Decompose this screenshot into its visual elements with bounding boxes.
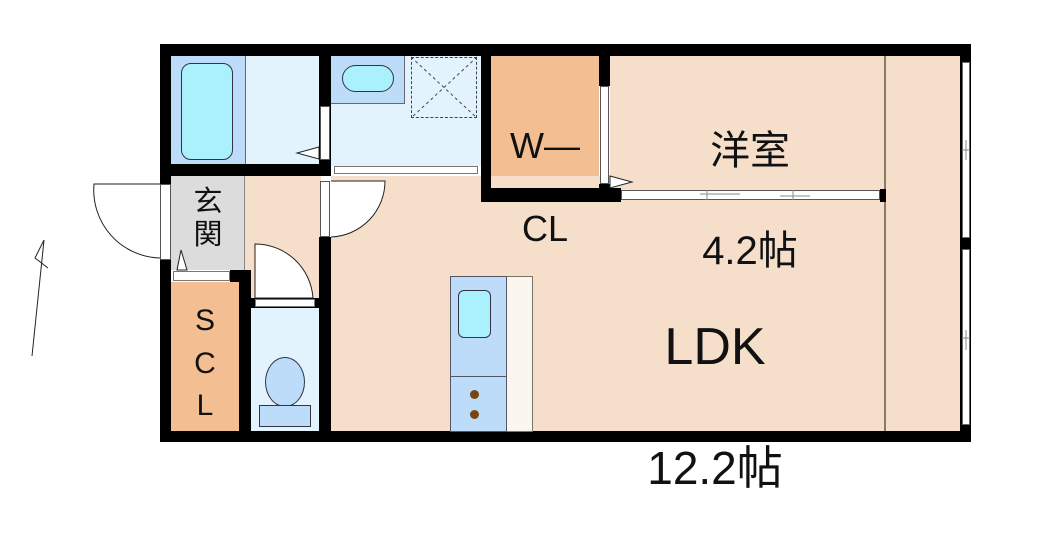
- western-room-area: 4.2帖: [702, 229, 798, 273]
- scl-door-arrow-icon: [176, 249, 188, 271]
- kitchen-backsplash: [507, 276, 533, 432]
- wash-door-opening: [320, 181, 330, 237]
- wall-wcl-western: [599, 44, 610, 86]
- bathroom-dry-area: [245, 56, 319, 164]
- kitchen-sink-icon: [458, 290, 491, 338]
- wall-bottom: [160, 431, 971, 442]
- compass-north-arrow-icon: [31, 239, 49, 357]
- toilet-bowl-icon: [265, 357, 305, 407]
- walk-in-closet-label-line1: W—: [510, 125, 580, 167]
- wall-scl-toilet: [239, 270, 251, 442]
- wall-bath-bottom: [160, 164, 331, 176]
- wall-western-end: [880, 189, 886, 202]
- burner-icon: [470, 390, 479, 399]
- wall-wash-wcl: [481, 44, 491, 202]
- western-room-floor: [610, 56, 960, 196]
- entrance-label: 玄 関: [193, 186, 223, 252]
- western-room-label: 洋室 4.2帖: [650, 76, 850, 326]
- washing-machine-space-icon: [411, 57, 477, 118]
- ldk-label: LDK 12.2帖: [600, 254, 830, 559]
- wall-hall-ldk: [319, 237, 331, 442]
- shoes-closet-label: S C L: [194, 304, 216, 423]
- shoes-closet-floor: [171, 282, 239, 432]
- wall-top: [160, 44, 971, 56]
- wall-wcl-bottom: [481, 188, 621, 202]
- wall-wcl-western-lower: [599, 184, 610, 202]
- wcl-door-opening: [600, 86, 609, 184]
- balcony-divider: [884, 56, 886, 432]
- ldk-name: LDK: [664, 318, 766, 377]
- burner-icon: [470, 410, 479, 419]
- scl-door-opening: [173, 271, 230, 281]
- cooktop-divider: [450, 376, 507, 377]
- wash-door-swing-icon: [330, 180, 386, 238]
- toilet-door-swing-icon: [254, 243, 314, 299]
- door-swings-overlay: [31, 56, 970, 357]
- ldk-area: 12.2帖: [647, 442, 783, 495]
- wall-left-upper: [160, 44, 171, 184]
- walk-in-closet-label: W— CL: [491, 84, 599, 291]
- toilet-tank-icon: [259, 405, 311, 427]
- wash-sliding-door: [334, 166, 478, 174]
- wall-right: [960, 44, 971, 442]
- walk-in-closet-floor: [491, 56, 599, 188]
- wall-wash-bottom: [319, 166, 331, 176]
- walk-in-closet-label-line2: CL: [521, 208, 569, 250]
- toilet-door-opening: [255, 299, 315, 307]
- bath-door-arrow-icon: [295, 146, 320, 160]
- western-sliding-door: [621, 190, 880, 200]
- entrance-floor: [171, 175, 245, 270]
- entrance-door-opening: [160, 184, 171, 260]
- bath-door-opening: [320, 106, 330, 160]
- western-room-name: 洋室: [710, 129, 790, 173]
- entrance-door-swing-icon: [93, 183, 161, 259]
- bathtub-icon: [181, 63, 233, 160]
- washbasin-icon: [342, 65, 394, 92]
- ldk-floor: [331, 176, 960, 431]
- wall-left-lower: [160, 260, 171, 442]
- wcl-door-arrow-icon: [609, 175, 634, 189]
